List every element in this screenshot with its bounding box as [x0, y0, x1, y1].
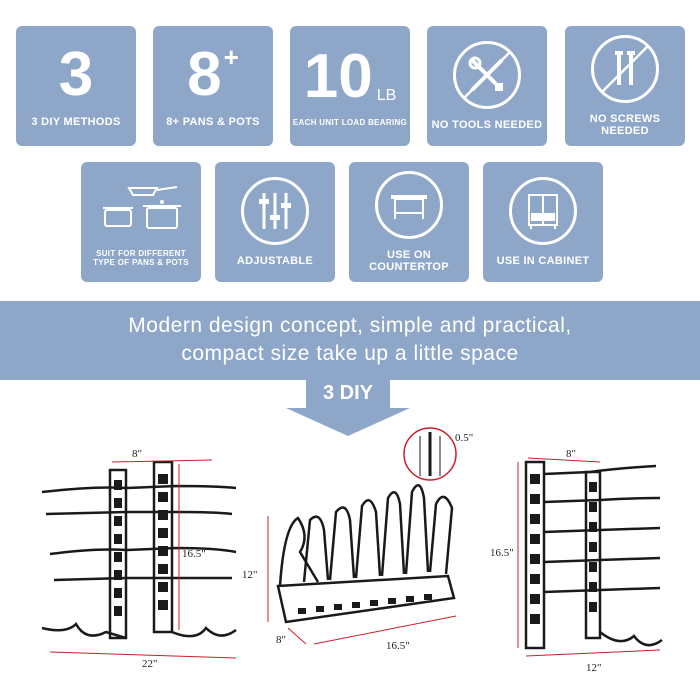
feature-label: 3 DIY METHODS: [31, 116, 121, 128]
feature-tile-cabinet: USE IN CABINET: [483, 162, 603, 282]
feature-number: 8: [187, 40, 222, 109]
feature-label: 8+ PANS & POTS: [166, 116, 260, 128]
pans-pots-icon: [91, 178, 191, 243]
feature-label: EACH UNIT LOAD BEARING: [292, 117, 408, 127]
feature-unit: LB: [376, 86, 397, 104]
feature-label: SUIT FOR DIFFERENT TYPE OF PANS & POTS: [93, 248, 189, 267]
feature-tile-adjustable: ADJUSTABLE: [215, 162, 335, 282]
slogan-line-2: compact size take up a little space: [181, 342, 519, 365]
feature-label: NO TOOLS NEEDED: [431, 119, 543, 131]
slogan-banner: Modern design concept, simple and practi…: [0, 301, 700, 380]
slogan-line-1: Modern design concept, simple and practi…: [128, 314, 572, 337]
feature-sup: +: [223, 42, 239, 72]
feature-label: USE ON COUNTERTOP: [369, 249, 449, 273]
left-rack-illustration: [41, 459, 237, 659]
adjustable-icon: [241, 177, 309, 245]
feature-number: 10: [303, 41, 373, 111]
right-top-dimension: 8": [566, 448, 576, 460]
feature-tile-countertop: USE ON COUNTERTOP: [349, 162, 469, 282]
right-rack-illustration: [517, 457, 663, 657]
center-detail-dimension: 0.5": [455, 432, 474, 444]
diy-arrow-icon: [286, 380, 410, 436]
no-tools-icon: [453, 41, 521, 109]
feature-label: ADJUSTABLE: [236, 255, 314, 267]
cabinet-icon: [509, 177, 577, 245]
left-bottom-dimension: 22": [142, 658, 158, 670]
center-rack-illustration: [267, 427, 457, 645]
feature-tile-no-tools: NO TOOLS NEEDED: [427, 26, 547, 146]
feature-tile-no-screws: NO SCREWS NEEDED: [565, 26, 685, 146]
left-top-dimension: 8": [132, 448, 142, 460]
feature-value: 3: [58, 40, 94, 109]
right-bottom-dimension: 12": [586, 662, 602, 674]
center-length-dimension: 16.5": [386, 640, 410, 652]
right-height-dimension: 16.5": [490, 547, 514, 559]
center-height-dimension: 12": [242, 569, 258, 581]
no-screws-icon: [591, 35, 659, 103]
center-depth-dimension: 8": [276, 634, 286, 646]
feature-label: NO SCREWS NEEDED: [589, 113, 661, 137]
left-height-dimension: 16.5": [182, 548, 206, 560]
feature-tile-pan-types: SUIT FOR DIFFERENT TYPE OF PANS & POTS: [81, 162, 201, 282]
feature-value: 8+: [187, 44, 239, 106]
feature-label: USE IN CABINET: [496, 255, 590, 267]
feature-tile-diy-methods: 3 3 DIY METHODS: [16, 26, 136, 146]
diy-label: 3 DIY: [322, 382, 374, 404]
countertop-icon: [375, 171, 443, 239]
feature-tile-pans-pots: 8+ 8+ PANS & POTS: [153, 26, 273, 146]
